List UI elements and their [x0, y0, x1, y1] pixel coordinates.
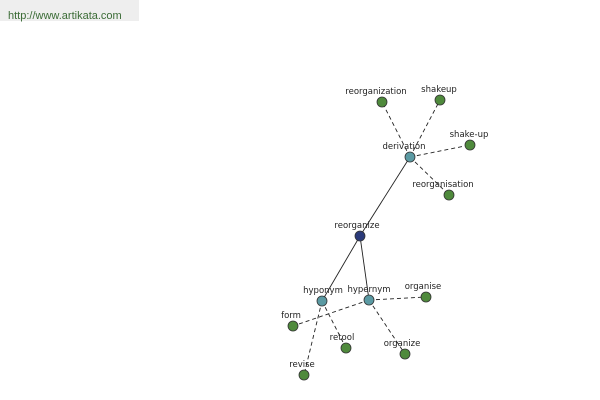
node-derivation[interactable]: derivation: [382, 142, 426, 163]
node-label-reorganization: reorganization: [345, 87, 406, 97]
node-circle-hyponym[interactable]: [316, 295, 328, 307]
edge-derivation-to-reorganisation: [409, 156, 450, 196]
node-reorganize[interactable]: reorganize: [334, 221, 380, 242]
node-reorganisation[interactable]: reorganisation: [412, 180, 474, 201]
node-circle-revise[interactable]: [298, 369, 310, 381]
node-circle-retool[interactable]: [340, 342, 352, 354]
node-label-organise: organise: [405, 282, 442, 292]
edge-hyponym-to-revise: [303, 300, 323, 376]
edge-derivation-to-shakeup: [409, 99, 441, 158]
source-url-link[interactable]: http://www.artikata.com: [8, 10, 122, 22]
edge-reorganize-to-hypernym: [359, 235, 370, 301]
node-revise[interactable]: revise: [289, 360, 315, 381]
node-label-retool: retool: [330, 333, 355, 343]
node-organise[interactable]: organise: [405, 282, 442, 303]
node-circle-organise[interactable]: [420, 291, 432, 303]
node-label-hypernym: hypernym: [347, 285, 390, 295]
edge-reorganize-to-hyponym: [321, 235, 361, 302]
node-label-revise: revise: [289, 360, 315, 370]
edge-hypernym-to-organise: [368, 296, 427, 301]
node-form[interactable]: form: [281, 311, 301, 332]
node-label-form: form: [281, 311, 301, 321]
node-label-reorganisation: reorganisation: [412, 180, 473, 190]
edge-hypernym-to-organize: [368, 299, 406, 355]
node-retool[interactable]: retool: [330, 333, 355, 354]
node-label-reorganize: reorganize: [334, 221, 379, 231]
edge-hypernym-to-form: [292, 299, 370, 327]
node-label-shakeup: shakeup: [421, 85, 457, 95]
node-label-hyponym: hyponym: [303, 286, 343, 296]
node-label-shake-up: shake-up: [450, 130, 489, 140]
nodes-layer: reorganize derivation hyponym hypernym reorg…: [281, 85, 489, 381]
edge-reorganize-to-derivation: [359, 156, 411, 237]
edge-derivation-to-shake-up: [409, 144, 471, 158]
node-circle-organize[interactable]: [399, 348, 411, 360]
node-shakeup[interactable]: shakeup: [421, 85, 457, 106]
node-reorganization[interactable]: reorganization: [345, 87, 407, 108]
edge-derivation-to-reorganization: [381, 101, 411, 158]
node-hypernym[interactable]: hypernym: [347, 285, 391, 306]
node-circle-form[interactable]: [287, 320, 299, 332]
node-circle-shake-up[interactable]: [464, 139, 476, 151]
node-circle-shakeup[interactable]: [434, 94, 446, 106]
node-label-organize: organize: [384, 339, 421, 349]
edges-layer: [292, 99, 471, 376]
edge-hyponym-to-retool: [321, 300, 347, 349]
node-shake-up[interactable]: shake-up: [450, 130, 489, 151]
node-circle-reorganization[interactable]: [376, 96, 388, 108]
url-bar: http://www.artikata.com: [0, 0, 139, 22]
node-organize[interactable]: organize: [384, 339, 421, 360]
node-hyponym[interactable]: hyponym: [303, 286, 343, 307]
node-circle-reorganisation[interactable]: [443, 189, 455, 201]
node-circle-hypernym[interactable]: [363, 294, 375, 306]
node-circle-derivation[interactable]: [404, 151, 416, 163]
node-circle-reorganize[interactable]: [354, 230, 366, 242]
node-label-derivation: derivation: [382, 142, 425, 152]
